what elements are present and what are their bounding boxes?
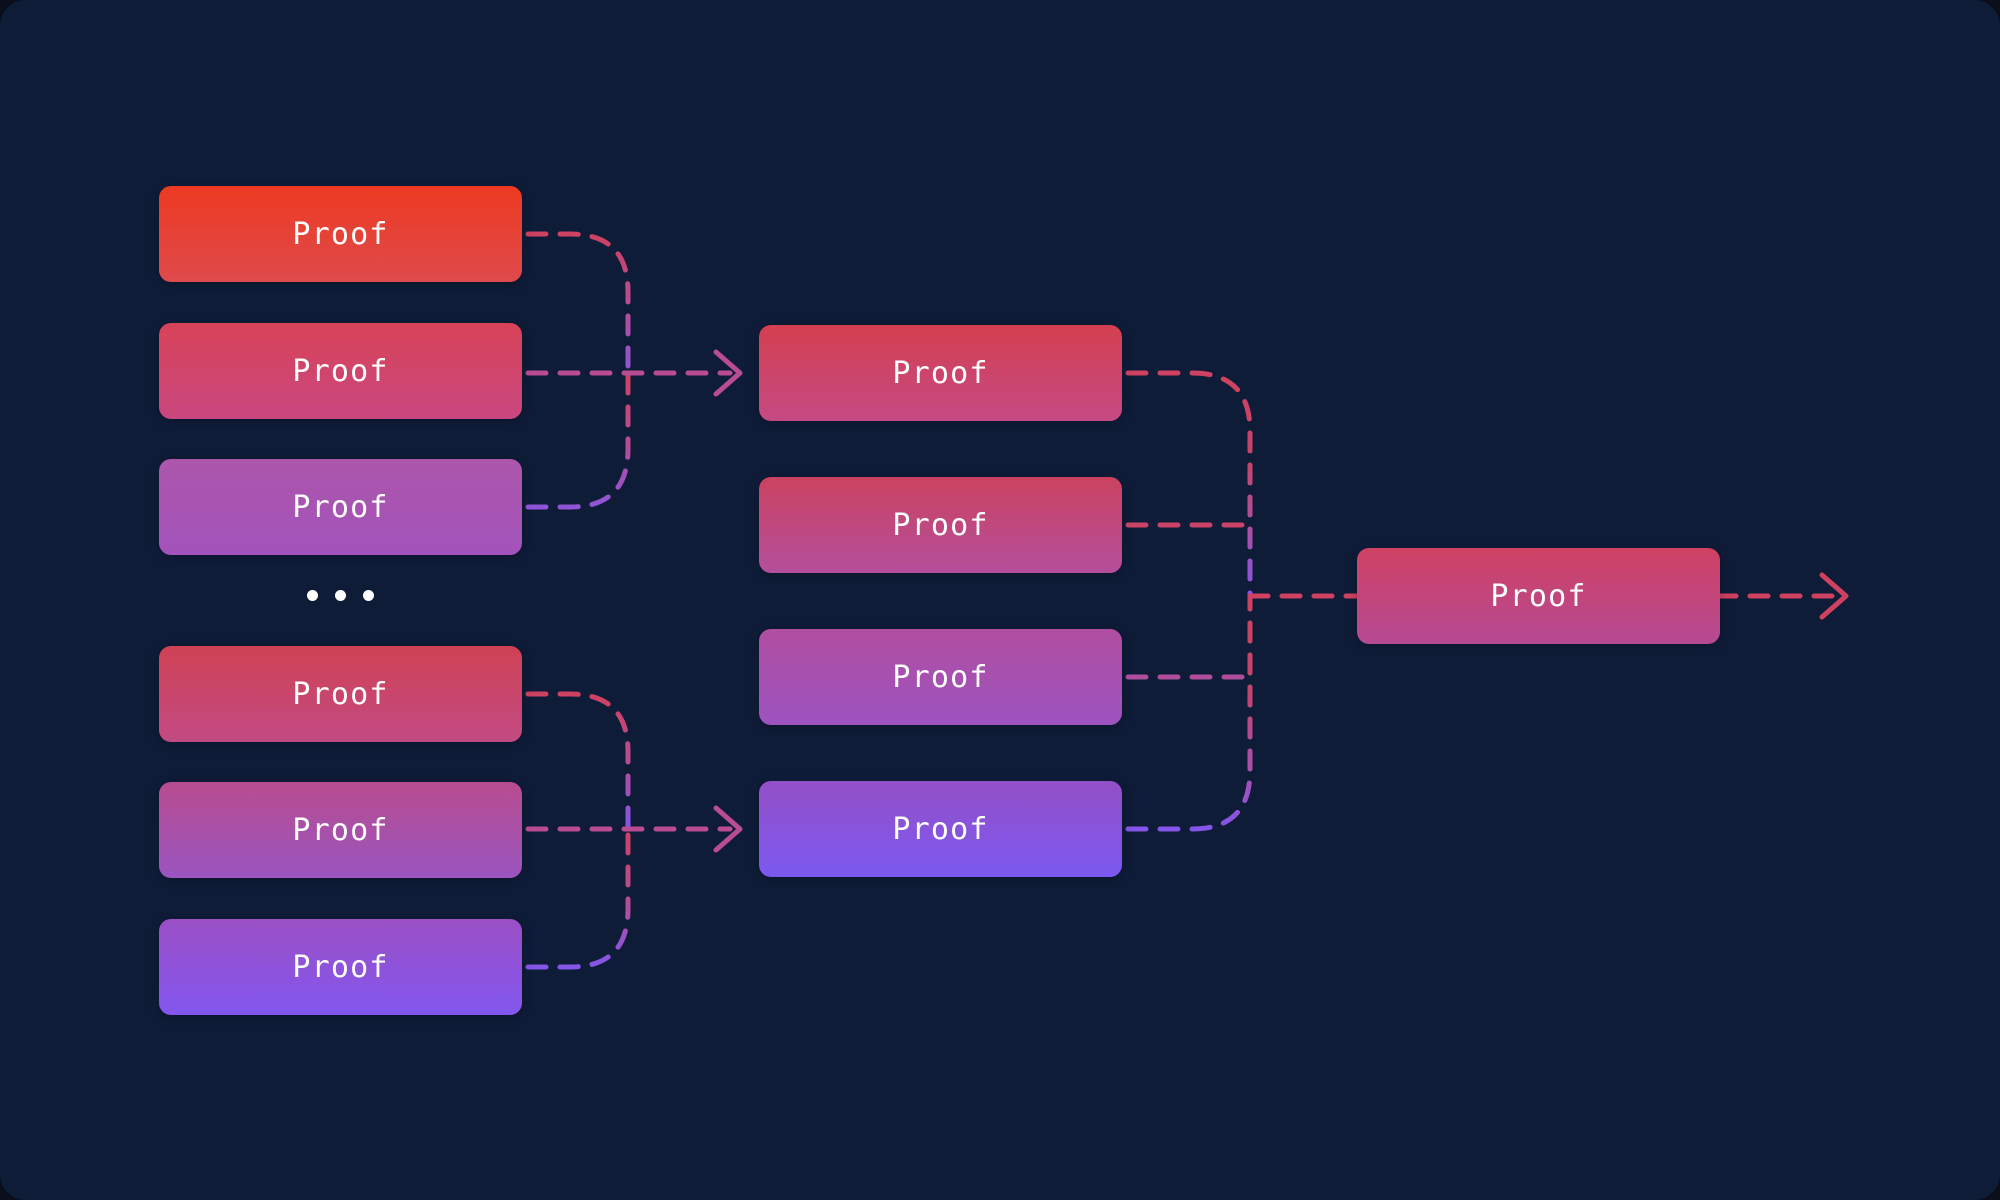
edge-leaf1-to-trunkA bbox=[525, 231, 631, 376]
node-leaf-6[interactable]: Proof bbox=[159, 919, 522, 1015]
node-root-1[interactable]: Proof bbox=[1357, 548, 1720, 644]
node-label: Proof bbox=[1490, 578, 1587, 614]
node-label: Proof bbox=[292, 676, 389, 712]
edge-leaf4-to-trunkB bbox=[525, 691, 631, 832]
node-label: Proof bbox=[292, 353, 389, 389]
leaf-column-ellipsis bbox=[159, 575, 522, 615]
node-leaf-4[interactable]: Proof bbox=[159, 646, 522, 742]
edge-leaf6-to-trunkB bbox=[525, 826, 631, 970]
node-label: Proof bbox=[892, 355, 989, 391]
arrow-into-mid4-icon bbox=[713, 805, 743, 853]
node-label: Proof bbox=[292, 812, 389, 848]
ellipsis-dot bbox=[363, 589, 374, 601]
edge-mid4-to-root bbox=[1125, 593, 1253, 832]
node-label: Proof bbox=[292, 489, 389, 525]
node-label: Proof bbox=[892, 659, 989, 695]
node-leaf-2[interactable]: Proof bbox=[159, 323, 522, 419]
node-leaf-1[interactable]: Proof bbox=[159, 186, 522, 282]
node-label: Proof bbox=[892, 811, 989, 847]
ellipsis-dot bbox=[307, 589, 318, 601]
node-label: Proof bbox=[292, 216, 389, 252]
node-mid-2[interactable]: Proof bbox=[759, 477, 1122, 573]
node-leaf-3[interactable]: Proof bbox=[159, 459, 522, 555]
node-label: Proof bbox=[892, 507, 989, 543]
arrow-into-mid1-icon bbox=[713, 349, 743, 397]
edge-leaf3-to-trunkA bbox=[525, 370, 631, 510]
node-mid-1[interactable]: Proof bbox=[759, 325, 1122, 421]
node-mid-4[interactable]: Proof bbox=[759, 781, 1122, 877]
node-leaf-5[interactable]: Proof bbox=[159, 782, 522, 878]
edge-mid1-to-root bbox=[1125, 370, 1253, 599]
ellipsis-dot bbox=[335, 589, 346, 601]
node-label: Proof bbox=[292, 949, 389, 985]
arrow-root-out-icon bbox=[1819, 572, 1849, 620]
node-mid-3[interactable]: Proof bbox=[759, 629, 1122, 725]
